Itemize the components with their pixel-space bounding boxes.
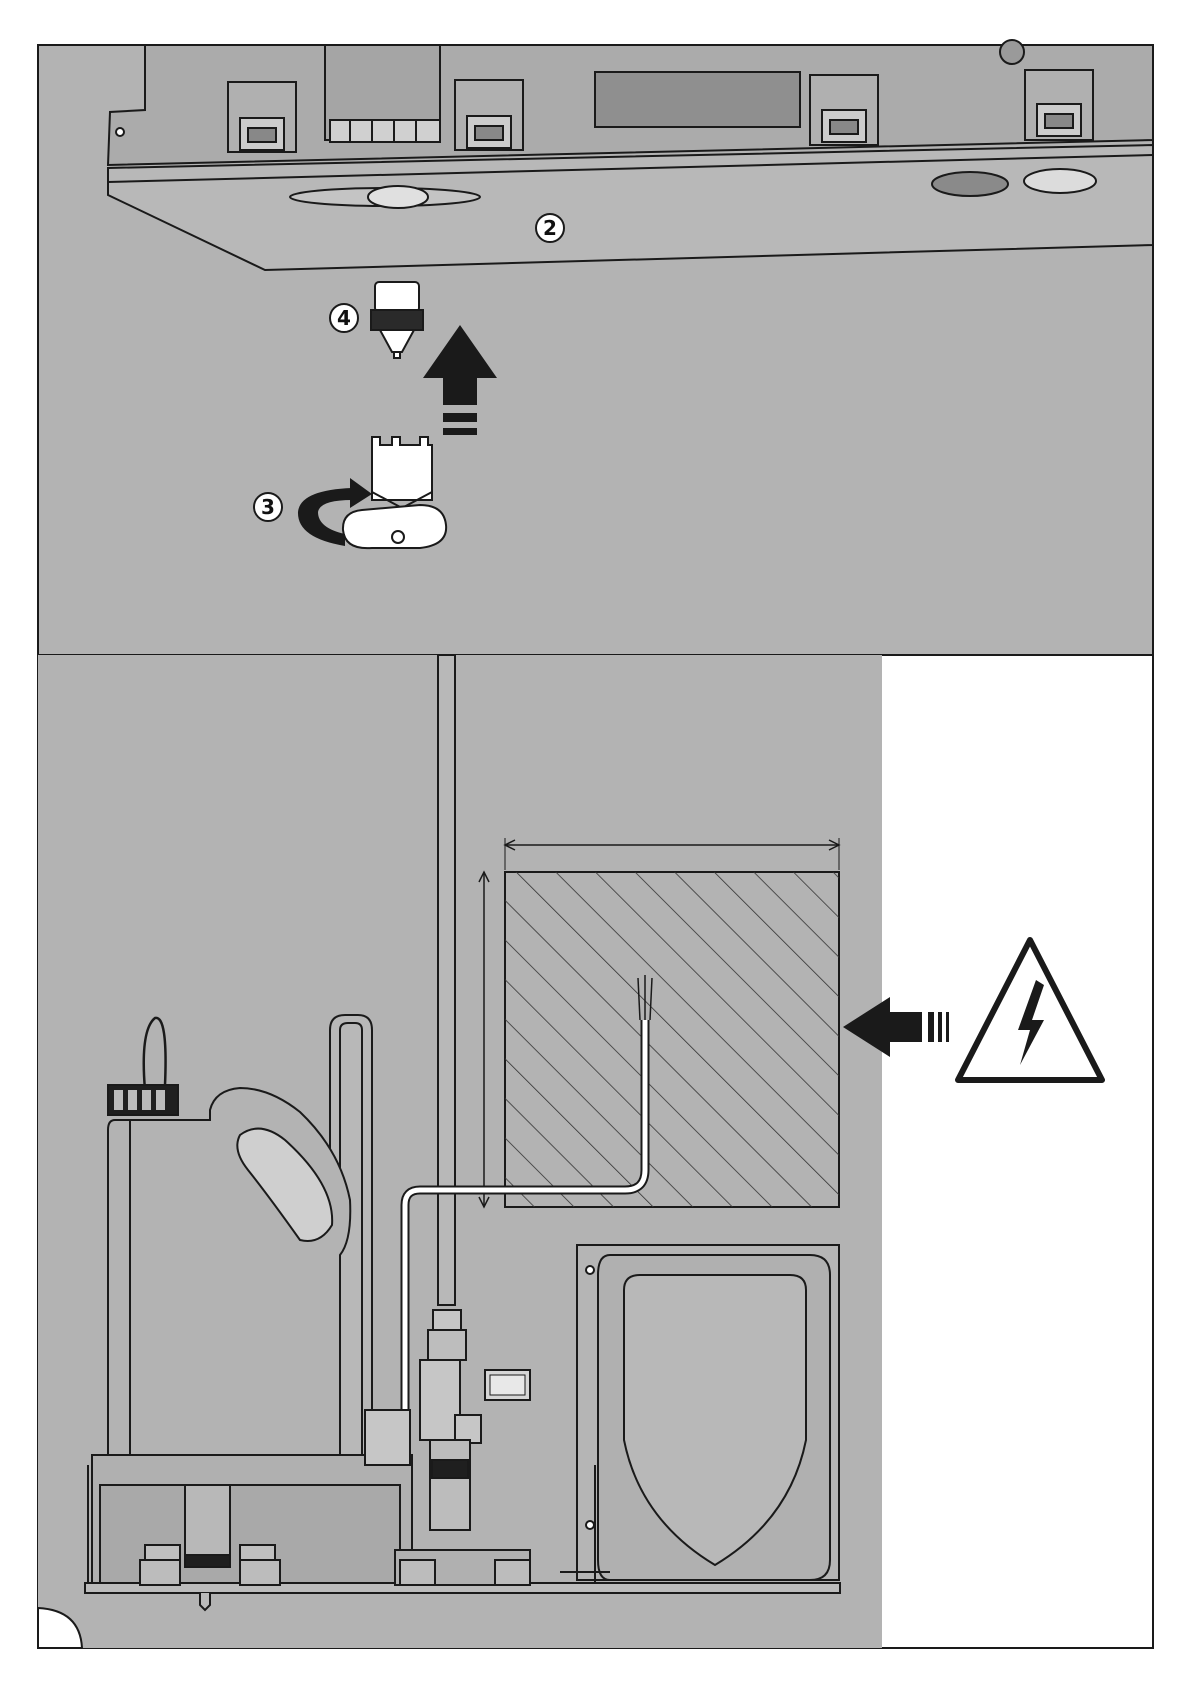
callout-3: 3 xyxy=(254,493,282,521)
callout-2: 2 xyxy=(536,214,564,242)
condensate-pump xyxy=(577,1245,839,1580)
callout-3-label: 3 xyxy=(261,495,275,519)
exclusion-zone xyxy=(479,838,839,1207)
top-panel: 2 4 3 xyxy=(38,40,1153,655)
callout-2-label: 2 xyxy=(543,216,557,240)
drain-pipe xyxy=(438,655,455,1305)
callout-4-label: 4 xyxy=(337,306,351,330)
callout-4: 4 xyxy=(330,304,358,332)
neutraliser-canister xyxy=(92,1015,412,1585)
bottom-panel xyxy=(38,655,1153,1648)
